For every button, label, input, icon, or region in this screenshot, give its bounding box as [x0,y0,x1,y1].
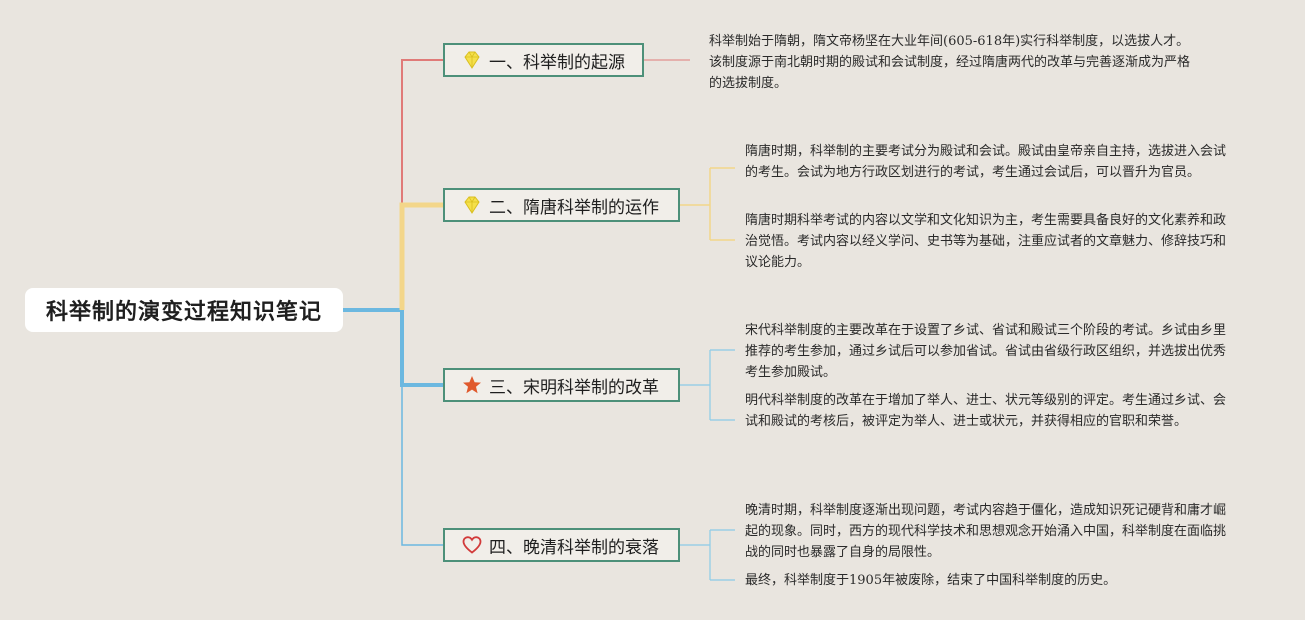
note-late-qing-2: 最终，科举制度于1905年被废除，结束了中国科举制度的历史。 [745,573,1117,588]
branch-late-qing[interactable]: 四、晚清科举制的衰落 [443,528,680,562]
note-sui-tang-2: 隋唐时期科举考试的内容以文学和文化知识为主，考生需要具备良好的文化素养和政治觉悟… [745,213,1227,270]
note-song-ming-2: 明代科举制度的改革在于增加了举人、进士、状元等级别的评定。考生通过乡试、会试和殿… [745,393,1227,429]
root-topic[interactable]: 科举制的演变过程知识笔记 [25,288,343,332]
link-branch-4 [401,385,443,546]
branch-sui-tang[interactable]: 二、隋唐科举制的运作 [443,188,680,222]
link-branch-3 [400,310,443,387]
note-link-3 [680,349,735,421]
note-late-qing-1: 晚清时期，科举制度逐渐出现问题，考试内容趋于僵化，造成知识死记硬背和庸才崛起的现… [745,503,1227,560]
note-link-4 [680,529,735,581]
note-sui-tang-1: 隋唐时期，科举制的主要考试分为殿试和会试。殿试由皇帝亲自主持，选拔进入会试的考生… [745,144,1227,180]
branch-label: 二、隋唐科举制的运作 [489,197,659,218]
branch-label: 三、宋明科举制的改革 [489,377,659,398]
heart-icon [461,534,483,556]
branch-origin[interactable]: 一、科举制的起源 [443,43,644,77]
branch-label: 一、科举制的起源 [489,52,625,73]
branch-song-ming[interactable]: 三、宋明科举制的改革 [443,368,680,402]
gem-icon [461,49,483,71]
root-title: 科举制的演变过程知识笔记 [45,300,322,325]
link-branch-1 [401,59,443,310]
note-song-ming-1: 宋代科举制度的主要改革在于设置了乡试、省试和殿试三个阶段的考试。乡试由乡里推荐的… [745,323,1227,380]
note-link-2 [680,167,735,241]
link-branch-2 [399,202,443,310]
note-origin-1: 科举制始于隋朝，隋文帝杨坚在大业年间(605-618年)实行科举制度，以选拔人才… [709,34,1191,91]
star-icon [461,374,483,396]
gem-icon [461,194,483,216]
branch-label: 四、晚清科举制的衰落 [489,537,659,558]
